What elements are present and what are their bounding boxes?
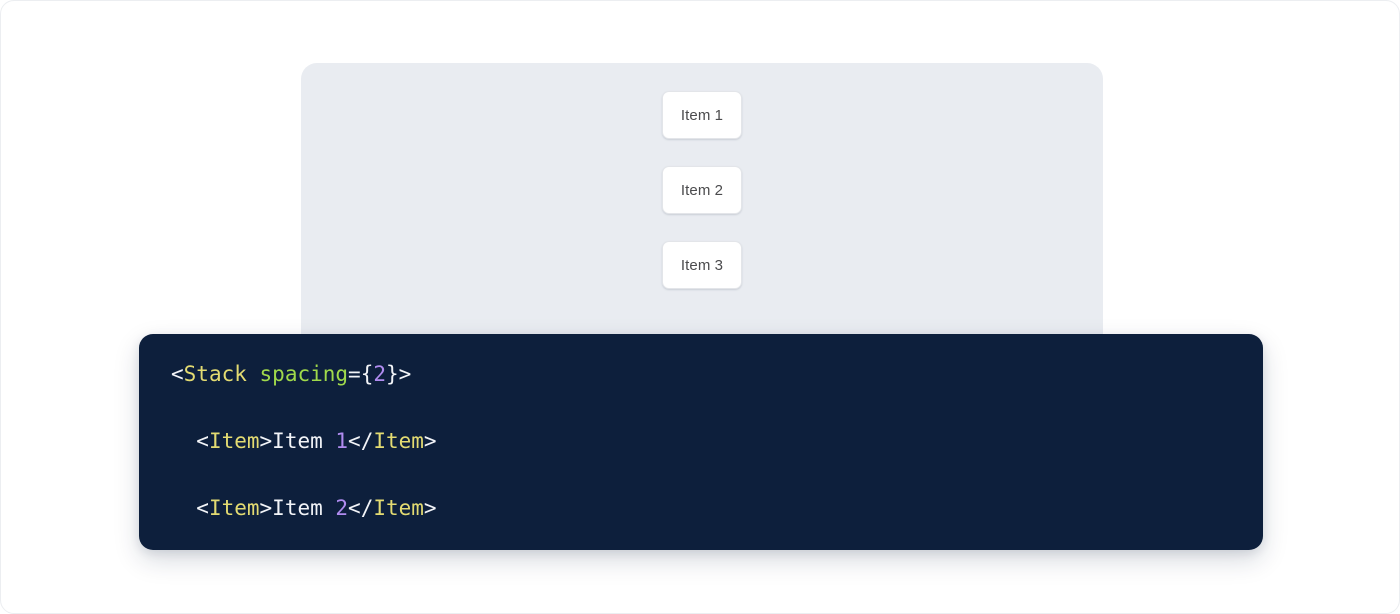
code-token-tag: Item [208, 496, 260, 521]
stack-item[interactable]: Item 3 [662, 241, 742, 289]
code-token-tag: Item [208, 429, 260, 454]
stack-item[interactable]: Item 2 [662, 166, 742, 214]
stack-container: Item 1 Item 2 Item 3 [662, 91, 742, 289]
code-token-punct: < [171, 429, 209, 454]
code-token-num: 2 [335, 496, 349, 521]
code-line: <Stack spacing={2}> [171, 358, 1231, 392]
code-token-punct: ={ [348, 362, 374, 386]
stack-item-label: Item 2 [680, 181, 724, 199]
code-block[interactable]: <Stack spacing={2}> <Item>Item 1</Item> … [139, 334, 1263, 550]
code-token-punct: > [423, 429, 437, 454]
code-token-attr: spacing [259, 362, 349, 386]
code-token-punct: > [259, 429, 273, 454]
code-content: <Stack spacing={2}> <Item>Item 1</Item> … [171, 358, 1231, 550]
code-token-punct: > [423, 496, 437, 521]
stack-item-label: Item 1 [680, 106, 724, 124]
code-token-punct: </ [348, 429, 374, 454]
code-token-tag: Item [373, 496, 424, 521]
code-token-punct: }> [386, 362, 412, 386]
code-root: <Stack spacing={2}> <Item>Item 1</Item> … [171, 358, 1231, 550]
code-token-punct: < [171, 496, 209, 521]
code-token-tag: Item [373, 429, 424, 454]
code-token-num: 1 [335, 429, 349, 454]
code-token-tag: Stack [183, 362, 247, 386]
code-token-punct: < [171, 362, 184, 386]
code-token-punct: </ [348, 496, 374, 521]
stack-item[interactable]: Item 1 [662, 91, 742, 139]
code-token-punct [247, 362, 260, 386]
code-token-num: 2 [373, 362, 386, 386]
code-line: <Item>Item 2</Item> [171, 492, 1231, 526]
code-line: <Item>Item 1</Item> [171, 425, 1231, 459]
code-token-punct: > [259, 496, 273, 521]
stack-item-label: Item 3 [680, 256, 724, 274]
preview-panel: Item 1 Item 2 Item 3 [301, 63, 1103, 363]
code-token-text: Item [272, 429, 336, 454]
code-token-text: Item [272, 496, 336, 521]
